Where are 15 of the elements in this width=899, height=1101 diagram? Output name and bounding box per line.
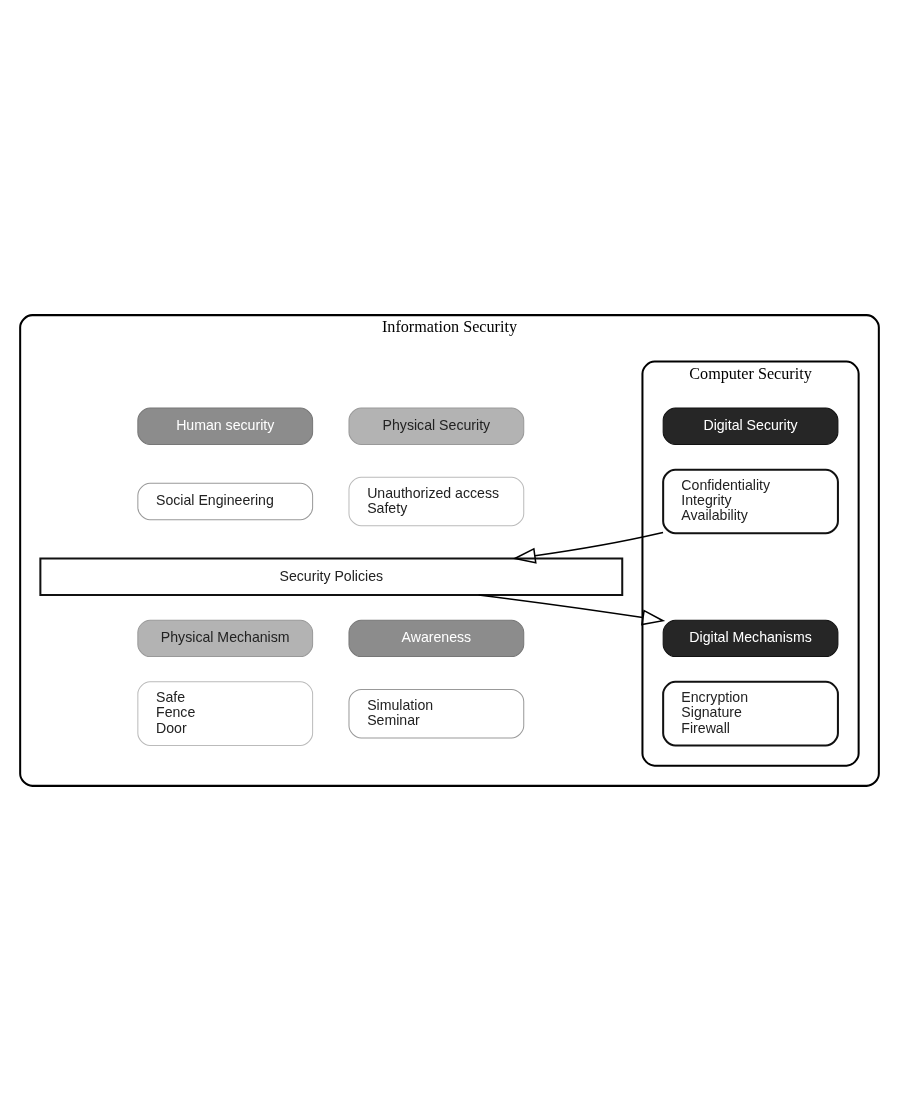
node-box: Unauthorized access Safety [348,476,525,527]
node-box: Physical Security [348,407,525,445]
node-box: Confidentiality Integrity Availability [662,468,839,535]
node-box: Physical Mechanism [137,619,314,658]
node-box: Encryption Signature Firewall [662,680,839,747]
node-box: Digital Security [662,407,839,445]
node-box: Simulation Seminar [348,688,525,739]
arrow [477,594,666,626]
node-box: Awareness [348,619,525,658]
node-box: Security Policies [39,557,624,596]
arrow [512,531,664,564]
node-box: Human security [137,407,314,445]
node-box: Safe Fence Door [137,681,314,746]
node-box: Digital Mechanisms [662,619,839,658]
node-box: Social Engineering [137,482,314,521]
